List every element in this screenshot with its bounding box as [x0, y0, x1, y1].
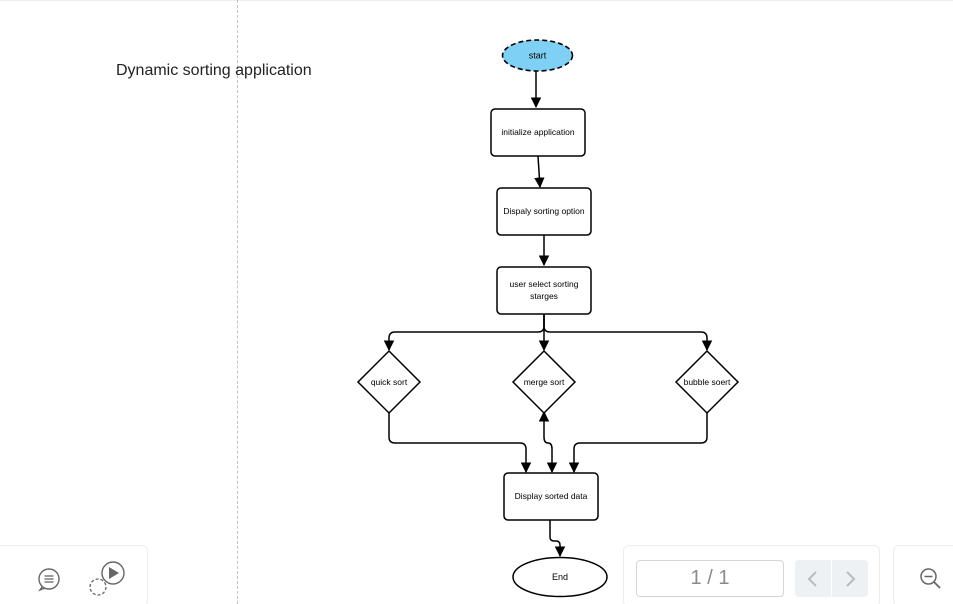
page-indicator: 1 / 1	[636, 560, 784, 597]
node-display-sorted-data[interactable]: Display sorted data	[503, 472, 599, 521]
edge-quick-display-sorted	[388, 412, 532, 474]
edge-merge-display-sorted	[538, 410, 558, 474]
prev-page-button[interactable]	[795, 560, 831, 597]
node-display-sorted-data-label: Display sorted data	[515, 491, 588, 501]
node-merge-sort-label: merge sort	[524, 377, 565, 387]
node-display-sorting-option[interactable]: Dispaly sorting option	[496, 187, 592, 236]
next-page-button[interactable]	[832, 560, 868, 597]
edge-init-display-options	[534, 155, 545, 189]
page-icon[interactable]	[0, 566, 6, 590]
node-end-label: End	[552, 572, 568, 582]
edge-select-bubble	[543, 314, 713, 352]
node-end[interactable]: End	[512, 556, 608, 598]
node-start[interactable]: start	[501, 39, 574, 72]
node-quick-sort[interactable]: quick sort	[356, 349, 422, 415]
page-divider	[237, 0, 238, 604]
edge-display-sorted-end	[549, 520, 566, 558]
node-start-label: start	[529, 51, 547, 61]
chevron-left-icon	[807, 570, 817, 587]
play-icon[interactable]	[86, 560, 126, 598]
node-user-select[interactable]: user select sorting starges	[496, 266, 592, 315]
document-title: Dynamic sorting application	[116, 62, 312, 79]
zoom-panel	[893, 545, 953, 604]
node-bubble-sort-label: bubble soert	[684, 377, 731, 387]
node-initialize-application-label: initialize application	[501, 127, 575, 137]
node-quick-sort-label: quick sort	[371, 377, 408, 387]
node-merge-sort[interactable]: merge sort	[511, 349, 577, 415]
node-user-select-label-line1: user select sorting	[510, 279, 579, 289]
node-user-select-label-line2: starges	[530, 291, 558, 301]
edge-select-quick	[383, 314, 545, 352]
top-border	[0, 0, 953, 1]
comment-icon[interactable]	[36, 566, 62, 592]
node-bubble-sort[interactable]: bubble soert	[674, 349, 740, 415]
zoom-out-icon[interactable]	[918, 566, 944, 592]
node-display-sorting-option-label: Dispaly sorting option	[503, 206, 585, 216]
node-initialize-application[interactable]: initialize application	[490, 108, 586, 157]
chevron-right-icon	[846, 570, 856, 587]
edge-bubble-display-sorted	[568, 412, 708, 474]
